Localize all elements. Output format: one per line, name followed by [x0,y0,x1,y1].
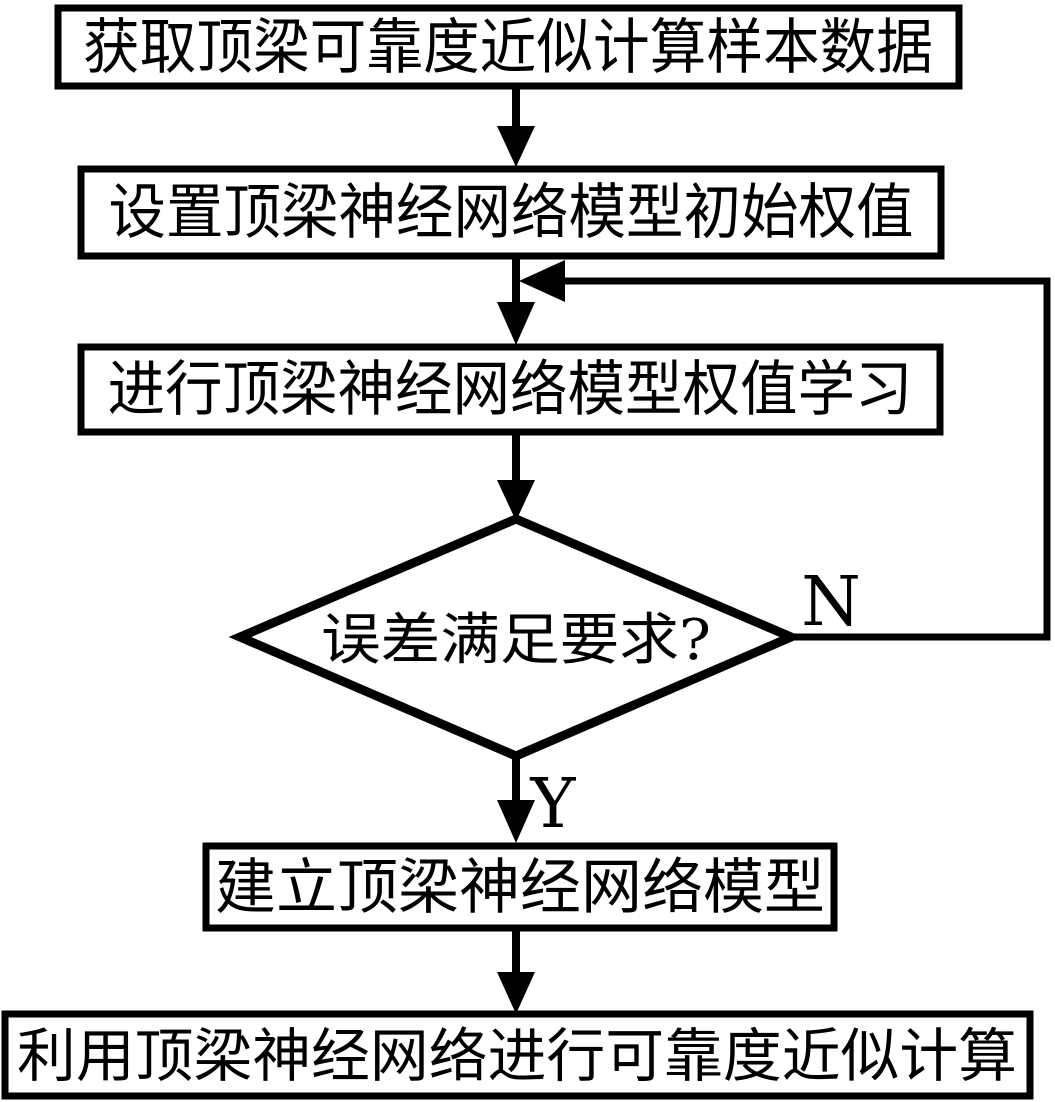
branch-label-no: N [801,563,861,642]
edge-decision-to-build [497,756,535,843]
edge-build-to-apply [497,928,535,1014]
node-step-weight-learning: 进行顶梁神经网络模型权值学习 [77,343,944,436]
node-step-apply-network: 利用顶梁神经网络进行可靠度近似计算 [1,1010,1034,1100]
edge-learning-to-decision [497,432,535,521]
branch-label-yes: Y [530,765,577,844]
node-label-apply-network: 利用顶梁神经网络进行可靠度近似计算 [17,1022,1017,1090]
edge-loop-no [519,260,1051,641]
node-label-acquire-samples: 获取顶梁可靠度近似计算样本数据 [83,13,933,83]
edge-acquire-to-init [497,86,535,167]
node-step-acquire-samples: 获取顶梁可靠度近似计算样本数据 [54,4,963,90]
node-label-decision-error: 误差满足要求? [321,608,711,673]
node-decision-error: 误差满足要求? [228,514,803,761]
node-label-weight-learning: 进行顶梁神经网络模型权值学习 [108,355,913,425]
node-label-build-model: 建立顶梁神经网络模型 [215,853,825,923]
node-step-build-model: 建立顶梁神经网络模型 [202,842,838,932]
node-label-init-weights: 设置顶梁神经网络模型初始权值 [109,178,914,248]
edge-init-to-learning [497,256,535,345]
node-step-init-weights: 设置顶梁神经网络模型初始权值 [77,165,945,260]
